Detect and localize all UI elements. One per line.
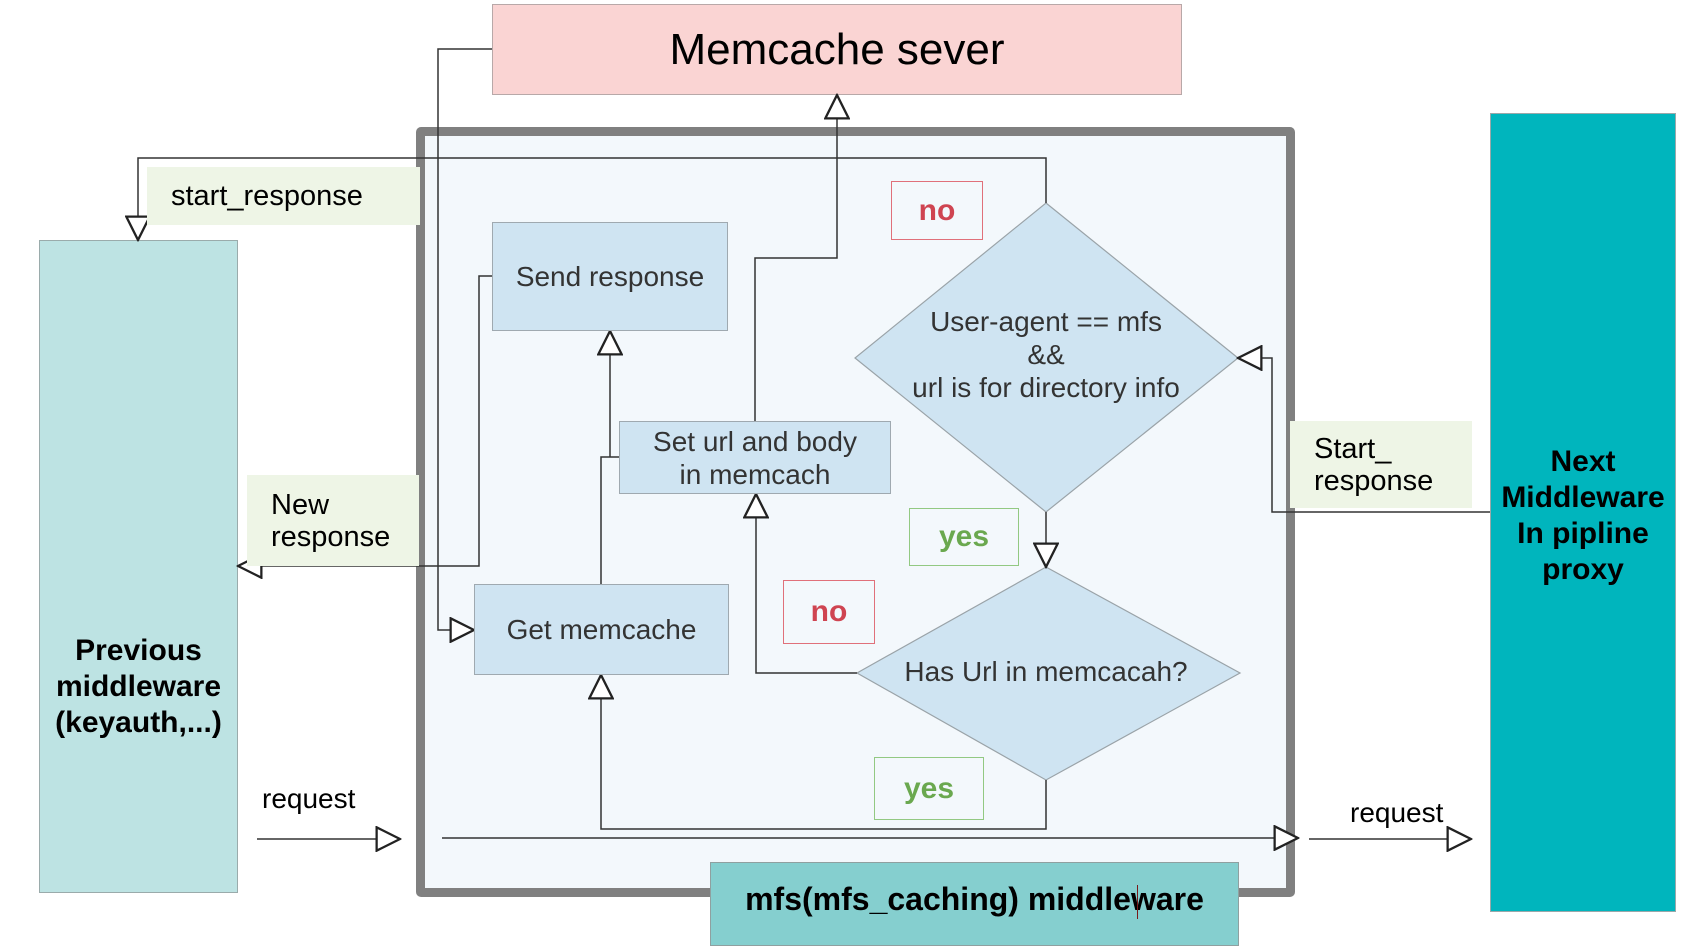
set-url-line: in memcach xyxy=(679,458,831,490)
next-middleware-line: Middleware xyxy=(1501,481,1665,514)
branch-yes-text: yes xyxy=(903,771,955,805)
previous-middleware-node[interactable]: Previous middleware (keyauth,...) xyxy=(39,240,238,893)
mfs-middleware-title[interactable]: mfs(mfs_caching) middleware xyxy=(710,862,1239,946)
connector-set-to-memcache xyxy=(754,95,837,421)
connector-d2-no-to-set xyxy=(756,494,857,674)
branch-yes-label: yes xyxy=(874,757,984,820)
next-middleware-line: proxy xyxy=(1542,553,1624,586)
decision-line: User-agent == mfs xyxy=(930,306,1162,337)
start-response-right-label: Start_ response xyxy=(1290,421,1472,508)
set-url-line: Set url and body xyxy=(653,425,857,457)
connector-d2-yes-to-get xyxy=(601,675,1047,830)
send-response-node[interactable]: Send response xyxy=(492,222,728,331)
mfs-middleware-title-text: mfs(mfs_caching) middleware xyxy=(745,880,1204,917)
decision-user-agent-text: User-agent == mfs && url is for director… xyxy=(880,305,1212,404)
connector-next-to-d1 xyxy=(1238,358,1490,513)
decision-line: Has Url in memcacah? xyxy=(904,656,1188,687)
branch-no-label: no xyxy=(891,181,983,240)
request-in-label: request xyxy=(262,783,356,814)
previous-middleware-line: middleware xyxy=(55,669,222,703)
start-response-text: start_response xyxy=(171,180,363,212)
next-middleware-node[interactable]: Next Middleware In pipline proxy xyxy=(1490,113,1676,912)
get-memcache-text: Get memcache xyxy=(506,614,697,645)
memcache-server-node[interactable]: Memcache sever xyxy=(492,4,1182,95)
branch-no-label: no xyxy=(783,580,875,644)
connector-d1-no-to-prev xyxy=(138,157,1047,240)
request-out-label: request xyxy=(1350,797,1444,828)
next-middleware-line: Next xyxy=(1550,445,1616,478)
connector-send-to-prev xyxy=(238,275,492,566)
decision-line: && xyxy=(1027,339,1065,370)
start-response-right-line: response xyxy=(1314,464,1434,497)
memcache-server-label: Memcache sever xyxy=(669,24,1005,74)
previous-middleware-line: (keyauth,...) xyxy=(55,705,222,739)
new-response-line: New xyxy=(271,488,330,521)
branch-yes-text: yes xyxy=(938,520,990,553)
start-response-label: start_response xyxy=(147,167,420,225)
previous-middleware-line: Previous xyxy=(75,633,202,667)
text-cursor xyxy=(1137,885,1138,919)
connector-get-to-set xyxy=(600,456,619,584)
branch-no-text: no xyxy=(918,193,956,227)
connector-memcache-to-get xyxy=(437,48,492,630)
set-url-node[interactable]: Set url and body in memcach xyxy=(619,421,891,494)
branch-no-text: no xyxy=(810,595,848,628)
send-response-text: Send response xyxy=(515,261,705,292)
next-middleware-line: In pipline xyxy=(1517,517,1649,550)
decision-has-url-text: Has Url in memcacah? xyxy=(880,655,1212,688)
new-response-line: response xyxy=(271,520,391,553)
new-response-label: New response xyxy=(247,475,419,566)
start-response-right-line: Start_ xyxy=(1314,432,1392,465)
get-memcache-node[interactable]: Get memcache xyxy=(474,584,729,675)
branch-yes-label: yes xyxy=(909,508,1019,566)
decision-line: url is for directory info xyxy=(912,372,1180,403)
